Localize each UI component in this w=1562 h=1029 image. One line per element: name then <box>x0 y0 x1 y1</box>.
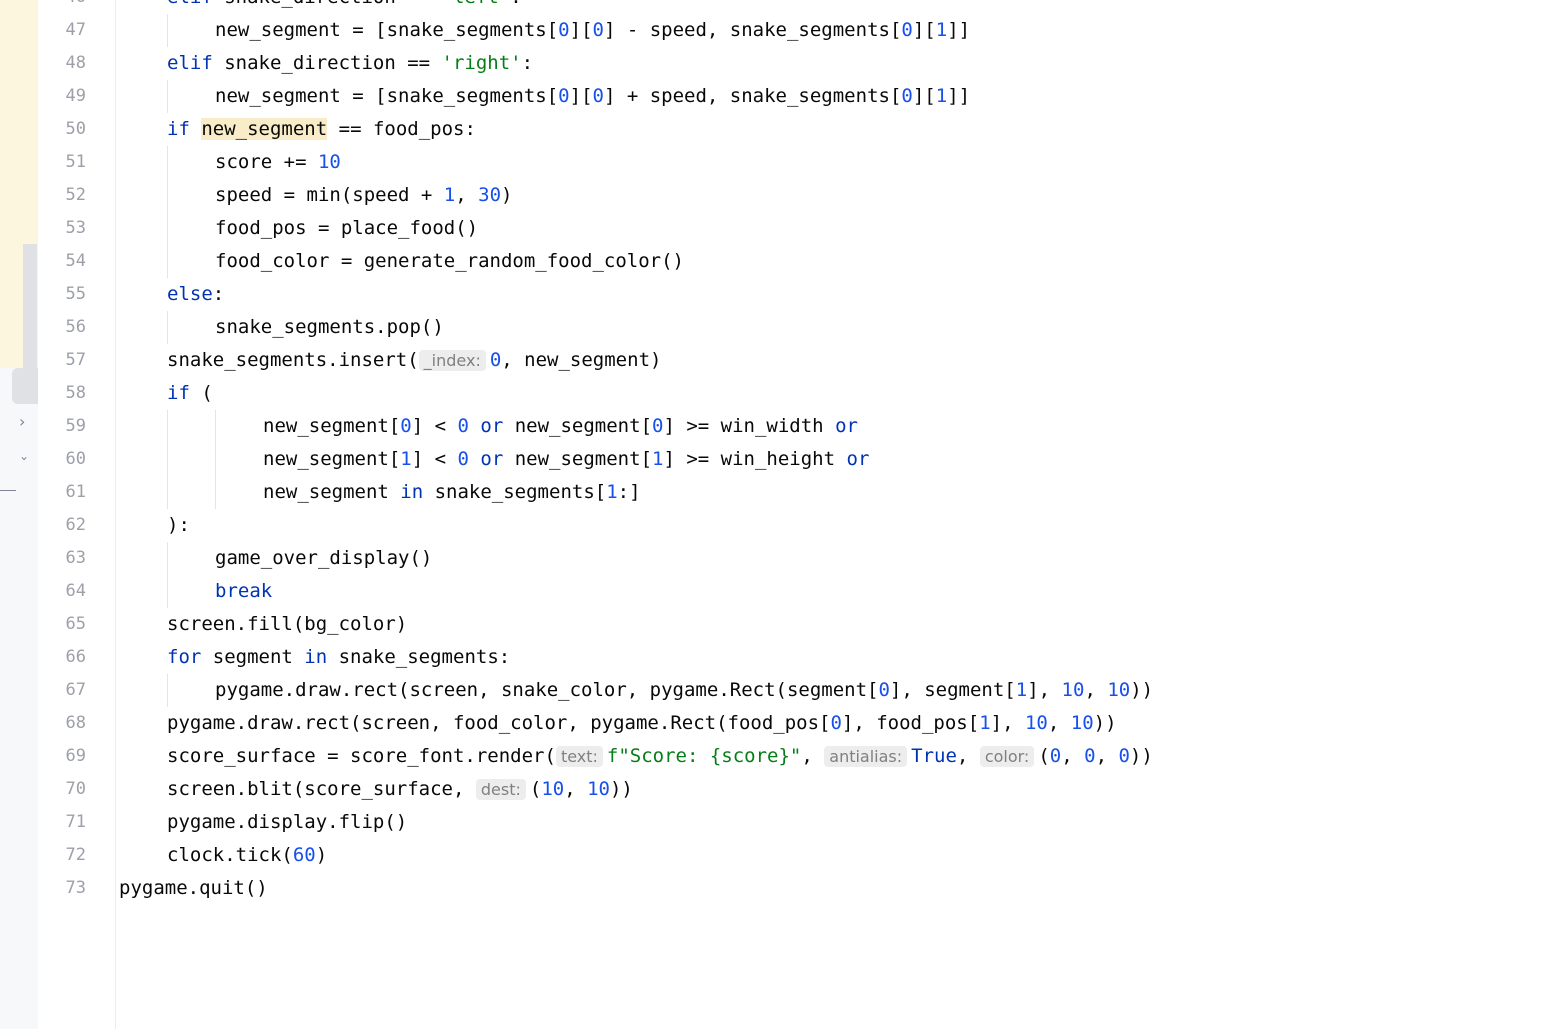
chevron-down-icon[interactable]: ⌄ <box>19 449 30 463</box>
line-number: 68 <box>65 713 86 733</box>
line-number: 55 <box>65 284 86 304</box>
line-number: 66 <box>65 647 86 667</box>
line-number: 64 <box>65 581 86 601</box>
indent-guide <box>167 146 168 278</box>
code-line[interactable]: elif snake_direction == 'left': <box>167 0 522 14</box>
line-number: 69 <box>65 746 86 766</box>
collapse-dash-icon[interactable] <box>0 490 16 491</box>
indent-guide <box>167 542 168 608</box>
line-number: 71 <box>65 812 86 832</box>
code-line[interactable]: pygame.draw.rect(screen, food_color, pyg… <box>167 712 1117 734</box>
line-number: 58 <box>65 383 86 403</box>
line-number: 52 <box>65 185 86 205</box>
inlay-hint: color: <box>979 746 1035 767</box>
code-line[interactable]: speed = min(speed + 1, 30) <box>215 184 513 206</box>
line-number: 65 <box>65 614 86 634</box>
code-line[interactable]: for segment in snake_segments: <box>167 646 511 668</box>
code-line[interactable]: elif snake_direction == 'right': <box>167 52 534 74</box>
code-line[interactable]: score += 10 <box>215 151 341 173</box>
line-number: 53 <box>65 218 86 238</box>
code-line[interactable]: snake_segments.pop() <box>215 316 444 338</box>
indent-guide <box>167 80 168 113</box>
side-panel-handle[interactable] <box>12 368 38 404</box>
line-number: 56 <box>65 317 86 337</box>
indent-guide <box>167 410 168 509</box>
line-number: 73 <box>65 878 86 898</box>
line-number: 67 <box>65 680 86 700</box>
code-line[interactable]: pygame.draw.rect(screen, snake_color, py… <box>215 679 1154 701</box>
line-number: 48 <box>65 53 86 73</box>
inlay-hint: dest: <box>475 779 526 800</box>
code-line[interactable]: score_surface = score_font.render(text:f… <box>167 745 1153 767</box>
indent-guide <box>167 14 168 47</box>
code-line[interactable]: else: <box>167 283 225 305</box>
code-line[interactable]: screen.fill(bg_color) <box>167 613 408 635</box>
code-line[interactable]: snake_segments.insert(_index:0, new_segm… <box>167 349 662 371</box>
code-line[interactable]: new_segment in snake_segments[1:] <box>263 481 641 503</box>
line-number: 72 <box>65 845 86 865</box>
line-number: 59 <box>65 416 86 436</box>
code-line[interactable]: if ( <box>167 382 213 404</box>
line-number: 70 <box>65 779 86 799</box>
inlay-hint: antialias: <box>824 746 908 767</box>
code-line[interactable]: game_over_display() <box>215 547 433 569</box>
line-number: 49 <box>65 86 86 106</box>
code-line[interactable]: pygame.quit() <box>119 877 268 899</box>
code-line[interactable]: pygame.display.flip() <box>167 811 408 833</box>
line-number: 50 <box>65 119 86 139</box>
line-number: 51 <box>65 152 86 172</box>
code-line[interactable]: screen.blit(score_surface, dest:(10, 10)… <box>167 778 633 800</box>
line-number: 57 <box>65 350 86 370</box>
code-line[interactable]: break <box>215 580 273 602</box>
code-line[interactable]: new_segment = [snake_segments[0][0] + sp… <box>215 85 971 107</box>
scrollbar-thumb[interactable] <box>23 244 37 404</box>
chevron-right-icon[interactable]: › <box>19 412 26 431</box>
code-line[interactable]: new_segment[0] < 0 or new_segment[0] >= … <box>263 415 858 437</box>
inlay-hint: text: <box>555 746 603 767</box>
code-line[interactable]: new_segment[1] < 0 or new_segment[1] >= … <box>263 448 870 470</box>
line-number: 47 <box>65 20 86 40</box>
line-number: 63 <box>65 548 86 568</box>
line-number-gutter: 46 47 48 49 50 51 52 53 54 55 56 57 58 59 60 61 62 63 64 65… <box>38 0 116 1029</box>
indent-guide <box>167 311 168 344</box>
code-line[interactable]: food_pos = place_food() <box>215 217 479 239</box>
line-number: 62 <box>65 515 86 535</box>
code-line[interactable]: new_segment = [snake_segments[0][0] - sp… <box>215 19 971 41</box>
code-line[interactable]: food_color = generate_random_food_color(… <box>215 250 684 272</box>
line-number: 60 <box>65 449 86 469</box>
line-number: 46 <box>38 0 86 14</box>
line-number: 54 <box>65 251 86 271</box>
code-line[interactable]: clock.tick(60) <box>167 844 328 866</box>
indent-guide <box>215 410 216 509</box>
indent-guide <box>167 674 168 707</box>
line-number: 61 <box>65 482 86 502</box>
code-line[interactable]: ): <box>167 514 190 536</box>
code-line[interactable]: if new_segment == food_pos: <box>167 118 476 140</box>
inlay-hint: _index: <box>418 350 486 371</box>
